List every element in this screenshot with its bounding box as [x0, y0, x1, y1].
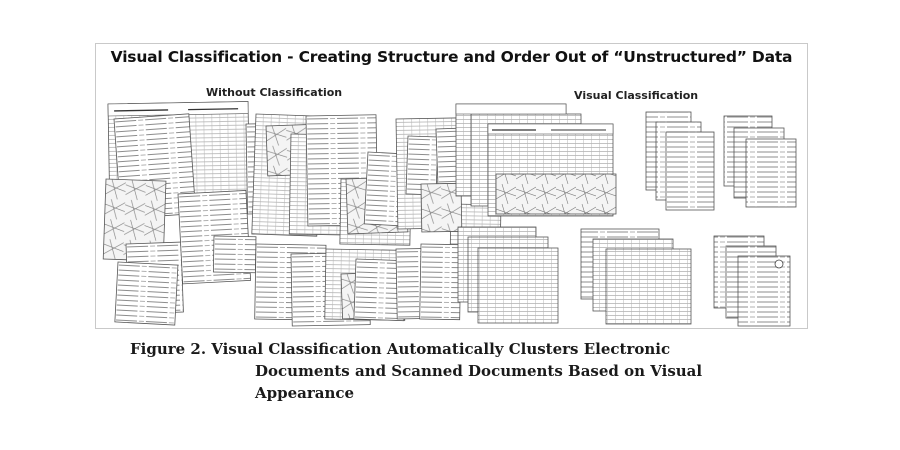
- cluster-inspection-reports: [580, 228, 692, 325]
- caption-line-3: Appearance: [255, 384, 355, 402]
- cluster-handwritten-forms: [645, 111, 715, 211]
- left-panel-title: Without Classification: [206, 86, 343, 99]
- cluster-letters: [723, 115, 797, 208]
- classified-document-clusters: [455, 103, 797, 327]
- figure-caption: Figure 2. Visual Classification Automati…: [130, 338, 750, 404]
- right-panel-title: Visual Classification: [574, 89, 699, 102]
- cluster-certificates: [713, 235, 791, 327]
- figure-title: Visual Classification - Creating Structu…: [110, 48, 793, 66]
- caption-line-2: Documents and Scanned Documents Based on…: [255, 362, 703, 380]
- cluster-data-tables: [457, 226, 559, 324]
- document-collage: [102, 101, 797, 327]
- document-thumbnails: [96, 44, 809, 330]
- unclassified-documents: [102, 101, 502, 327]
- caption-line-1: Figure 2. Visual Classification Automati…: [130, 340, 671, 358]
- cluster-survey-sheets: [455, 103, 617, 217]
- figure-image: Visual Classification - Creating Structu…: [95, 43, 808, 329]
